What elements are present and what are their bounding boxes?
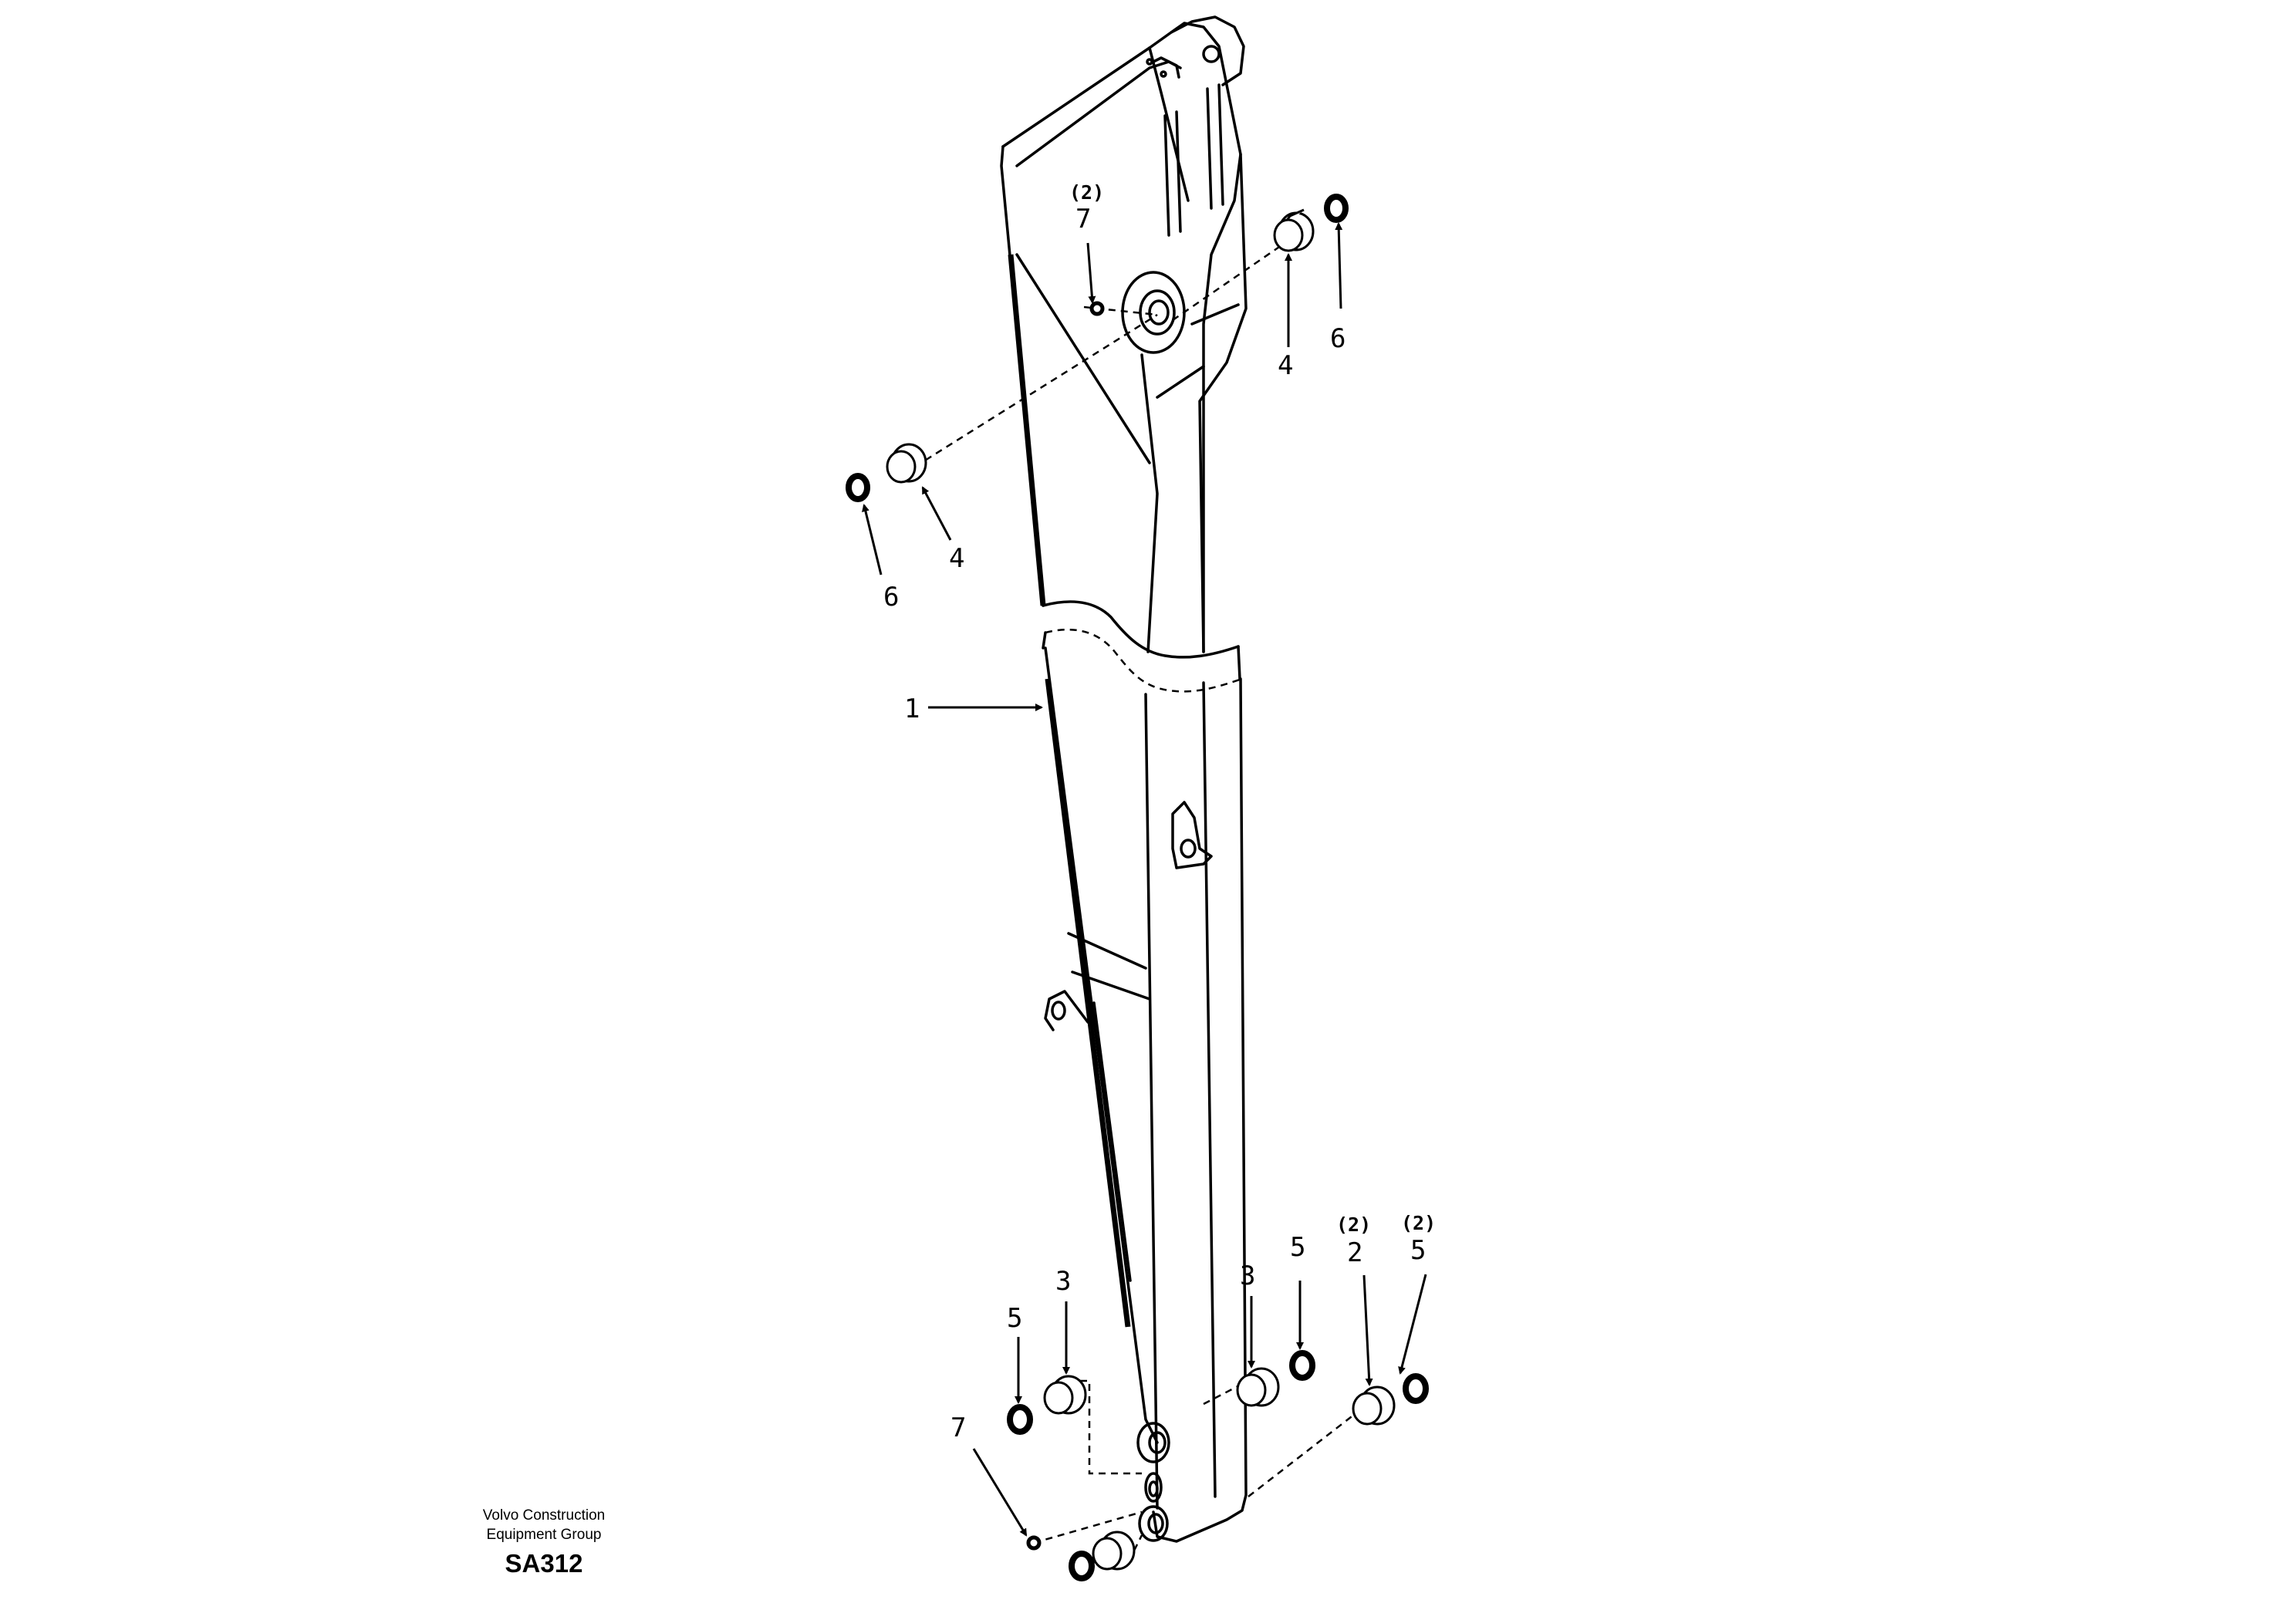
callout-6-right: 6 bbox=[1330, 323, 1346, 354]
bushing-3-lower-right bbox=[1236, 1367, 1280, 1407]
bushing-bottom bbox=[1092, 1531, 1136, 1571]
bushing-4-left bbox=[886, 443, 927, 484]
callout-3-a: 3 bbox=[1055, 1266, 1071, 1297]
bushing-3-lower-left bbox=[1043, 1375, 1087, 1415]
callout-5-c: 5 bbox=[1410, 1235, 1426, 1266]
seal-5-far-right bbox=[1403, 1373, 1429, 1404]
callout-7-top-qty: (2) bbox=[1069, 181, 1104, 204]
callout-5-b: 5 bbox=[1290, 1232, 1305, 1263]
seal-5-lower-right bbox=[1289, 1350, 1315, 1381]
callout-3-b: 3 bbox=[1240, 1261, 1255, 1291]
parts bbox=[846, 194, 1429, 1581]
bushing-4-right bbox=[1273, 208, 1315, 252]
callout-2-qty: (2) bbox=[1336, 1213, 1371, 1236]
callout-4-left: 4 bbox=[949, 543, 964, 574]
callout-labels: (2) 7 4 6 4 6 1 5 3 7 3 5 (2) 2 (2) 5 bbox=[883, 181, 1436, 1443]
callout-1: 1 bbox=[904, 694, 920, 724]
company-line-1: Volvo Construction bbox=[482, 1507, 606, 1524]
callout-4-right: 4 bbox=[1278, 350, 1293, 381]
pin-7-top bbox=[1089, 301, 1105, 316]
leader-lines bbox=[862, 222, 1427, 1537]
alignment-lines bbox=[914, 234, 1359, 1551]
document-number: SA312 bbox=[505, 1549, 583, 1578]
seal-bottom bbox=[1069, 1551, 1095, 1581]
bushing-2 bbox=[1352, 1385, 1396, 1426]
callout-7-top: 7 bbox=[1075, 204, 1091, 235]
company-line-2: Equipment Group bbox=[486, 1527, 602, 1543]
callout-5-a: 5 bbox=[1007, 1303, 1022, 1334]
arm-structure bbox=[1000, 15, 1248, 1543]
seal-5-lower-left bbox=[1007, 1404, 1033, 1435]
company-name: Volvo Construction Equipment Group bbox=[455, 1506, 633, 1544]
callout-7-bottom: 7 bbox=[950, 1412, 966, 1443]
callout-6-left: 6 bbox=[883, 582, 899, 613]
callout-5-c-qty: (2) bbox=[1401, 1212, 1436, 1234]
seal-6-right bbox=[1324, 194, 1349, 223]
callout-2: 2 bbox=[1347, 1237, 1362, 1268]
seal-6-left bbox=[846, 473, 870, 502]
pin-7-bottom bbox=[1026, 1535, 1042, 1551]
